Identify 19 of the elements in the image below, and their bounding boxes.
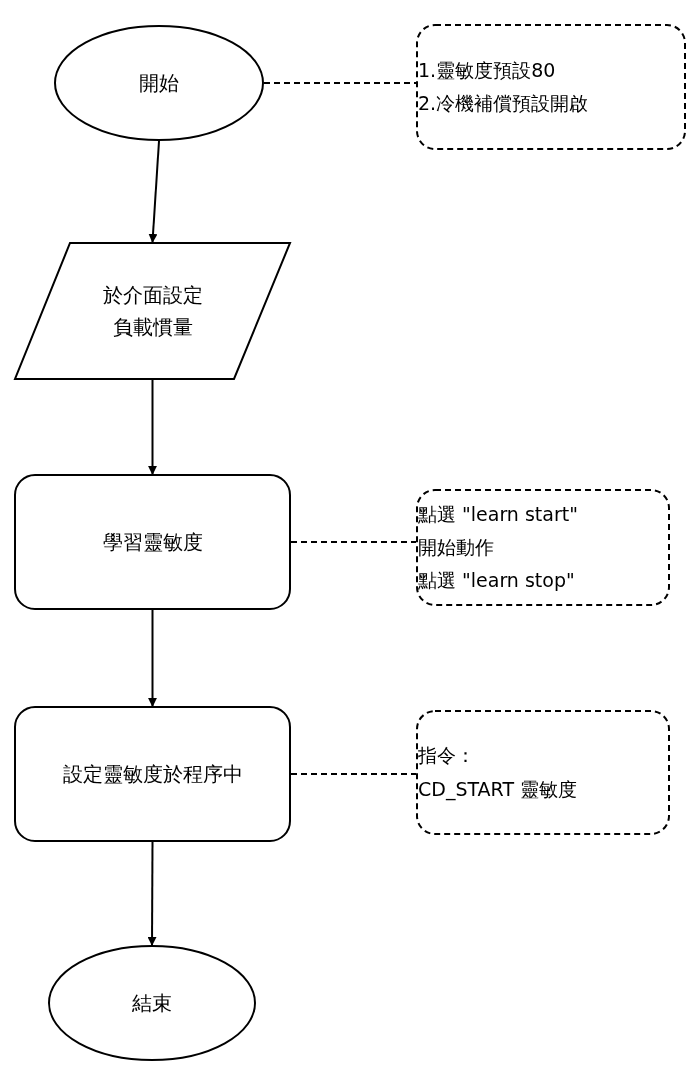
arrow [148, 140, 160, 243]
arrow [148, 609, 157, 707]
node-label: 結束 [132, 990, 172, 1017]
note-text: 開始動作 [418, 534, 494, 560]
note-text: 1.靈敏度預設80 [418, 57, 556, 83]
note-text: 指令： [418, 743, 475, 769]
node-label: 於介面設定負載慣量 [101, 282, 204, 341]
dashed-connector [263, 82, 417, 84]
arrow [147, 841, 157, 946]
note-text: CD_START 靈敏度 [418, 776, 578, 803]
note-text: 2.冷機補償預設開啟 [418, 91, 589, 116]
node-label: 設定靈敏度於程序中 [62, 761, 243, 788]
dashed-connector [290, 773, 417, 775]
note-text: 點選 "learn start" [418, 501, 578, 527]
node-label: 學習靈敏度 [102, 529, 203, 556]
arrow [148, 379, 157, 475]
note-text: 點選 "learn stop" [418, 568, 575, 594]
node-label: 開始 [139, 70, 179, 97]
dashed-connector [290, 541, 417, 543]
